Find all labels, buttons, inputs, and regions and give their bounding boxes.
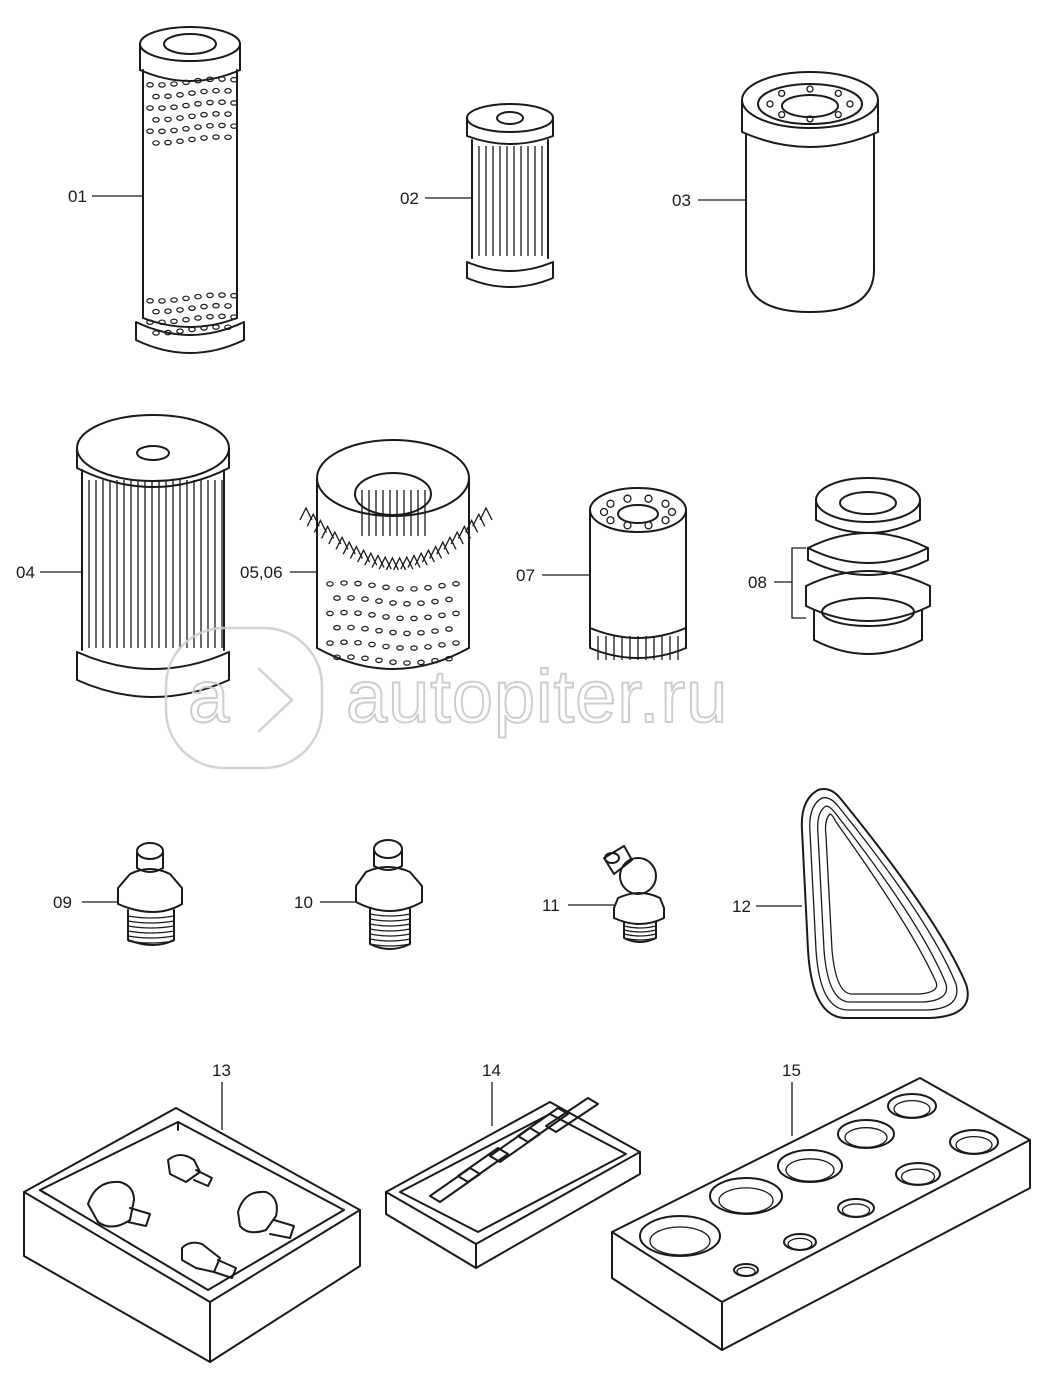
part-13-drawing[interactable]	[23, 1107, 361, 1363]
watermark: a autopiter.ru	[164, 626, 728, 770]
watermark-logo-letter: a	[188, 655, 230, 738]
part-07-drawing[interactable]	[589, 487, 687, 660]
part-08-drawing[interactable]	[805, 477, 931, 655]
part-12-drawing[interactable]	[800, 788, 969, 1019]
part-03-drawing[interactable]	[741, 71, 879, 313]
part-11-drawing[interactable]	[603, 845, 665, 943]
part-04-drawing[interactable]	[76, 414, 230, 698]
part-01-drawing[interactable]	[135, 26, 245, 354]
watermark-text: autopiter.ru	[346, 655, 728, 738]
label-08: 08	[748, 573, 767, 592]
part-10-drawing[interactable]	[355, 839, 423, 950]
label-14: 14	[482, 1061, 501, 1080]
label-13: 13	[212, 1061, 231, 1080]
label-11: 11	[542, 896, 560, 915]
label-01: 01	[68, 187, 87, 206]
label-12: 12	[732, 897, 751, 916]
part-02-drawing[interactable]	[466, 103, 554, 288]
label-10: 10	[294, 893, 313, 912]
part-09-drawing[interactable]	[117, 842, 183, 946]
label-15: 15	[782, 1061, 801, 1080]
label-05-06: 05,06	[240, 563, 283, 582]
label-03: 03	[672, 191, 691, 210]
label-09: 09	[53, 893, 72, 912]
label-04: 04	[16, 563, 35, 582]
part-14-drawing[interactable]	[385, 1097, 641, 1269]
label-02: 02	[400, 189, 419, 208]
label-07: 07	[516, 566, 535, 585]
part-05-06-drawing[interactable]	[299, 439, 493, 670]
part-15-drawing[interactable]	[611, 1077, 1031, 1351]
